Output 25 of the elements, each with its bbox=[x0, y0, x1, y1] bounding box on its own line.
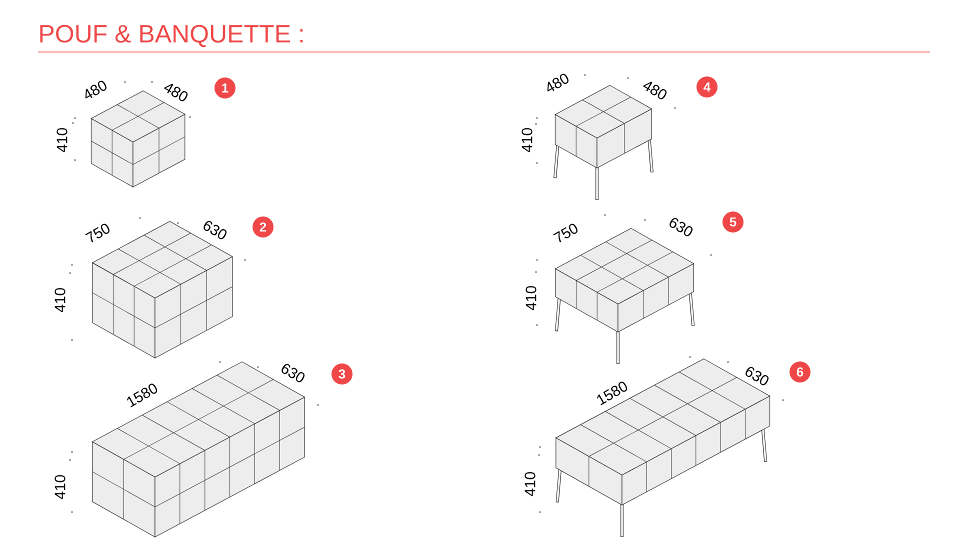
dimension-label: 410 bbox=[526, 286, 536, 310]
dimension-label: 630 bbox=[282, 364, 305, 382]
dimension-label: 480 bbox=[643, 82, 667, 100]
dimension-label: 630 bbox=[746, 366, 769, 386]
dimension-label: 630 bbox=[670, 218, 693, 236]
callout-number: 2 bbox=[252, 216, 274, 238]
dimension-label: 480 bbox=[547, 74, 568, 92]
callout-number: 6 bbox=[790, 362, 810, 382]
dimension-label: 410 bbox=[524, 472, 536, 496]
callout-number: 3 bbox=[332, 364, 352, 384]
dimension-label: 750 bbox=[553, 224, 578, 242]
dimension-label: 630 bbox=[204, 220, 227, 240]
dimension-label: 480 bbox=[164, 84, 188, 102]
dimension-label: 410 bbox=[54, 475, 66, 500]
dimension-label: 1580 bbox=[127, 384, 158, 408]
title: POUF & BANQUETTE : bbox=[40, 24, 303, 48]
callout-number: 4 bbox=[696, 76, 718, 98]
callout-number: 1 bbox=[214, 78, 236, 98]
callout-number: 5 bbox=[722, 212, 744, 232]
dimension-label: 410 bbox=[54, 288, 66, 312]
dimension-label: 1580 bbox=[597, 382, 628, 406]
dimension-label: 410 bbox=[522, 128, 532, 152]
dimension-label: 480 bbox=[85, 80, 106, 99]
dimension-label: 750 bbox=[85, 224, 110, 242]
dimension-label: 410 bbox=[56, 128, 68, 152]
